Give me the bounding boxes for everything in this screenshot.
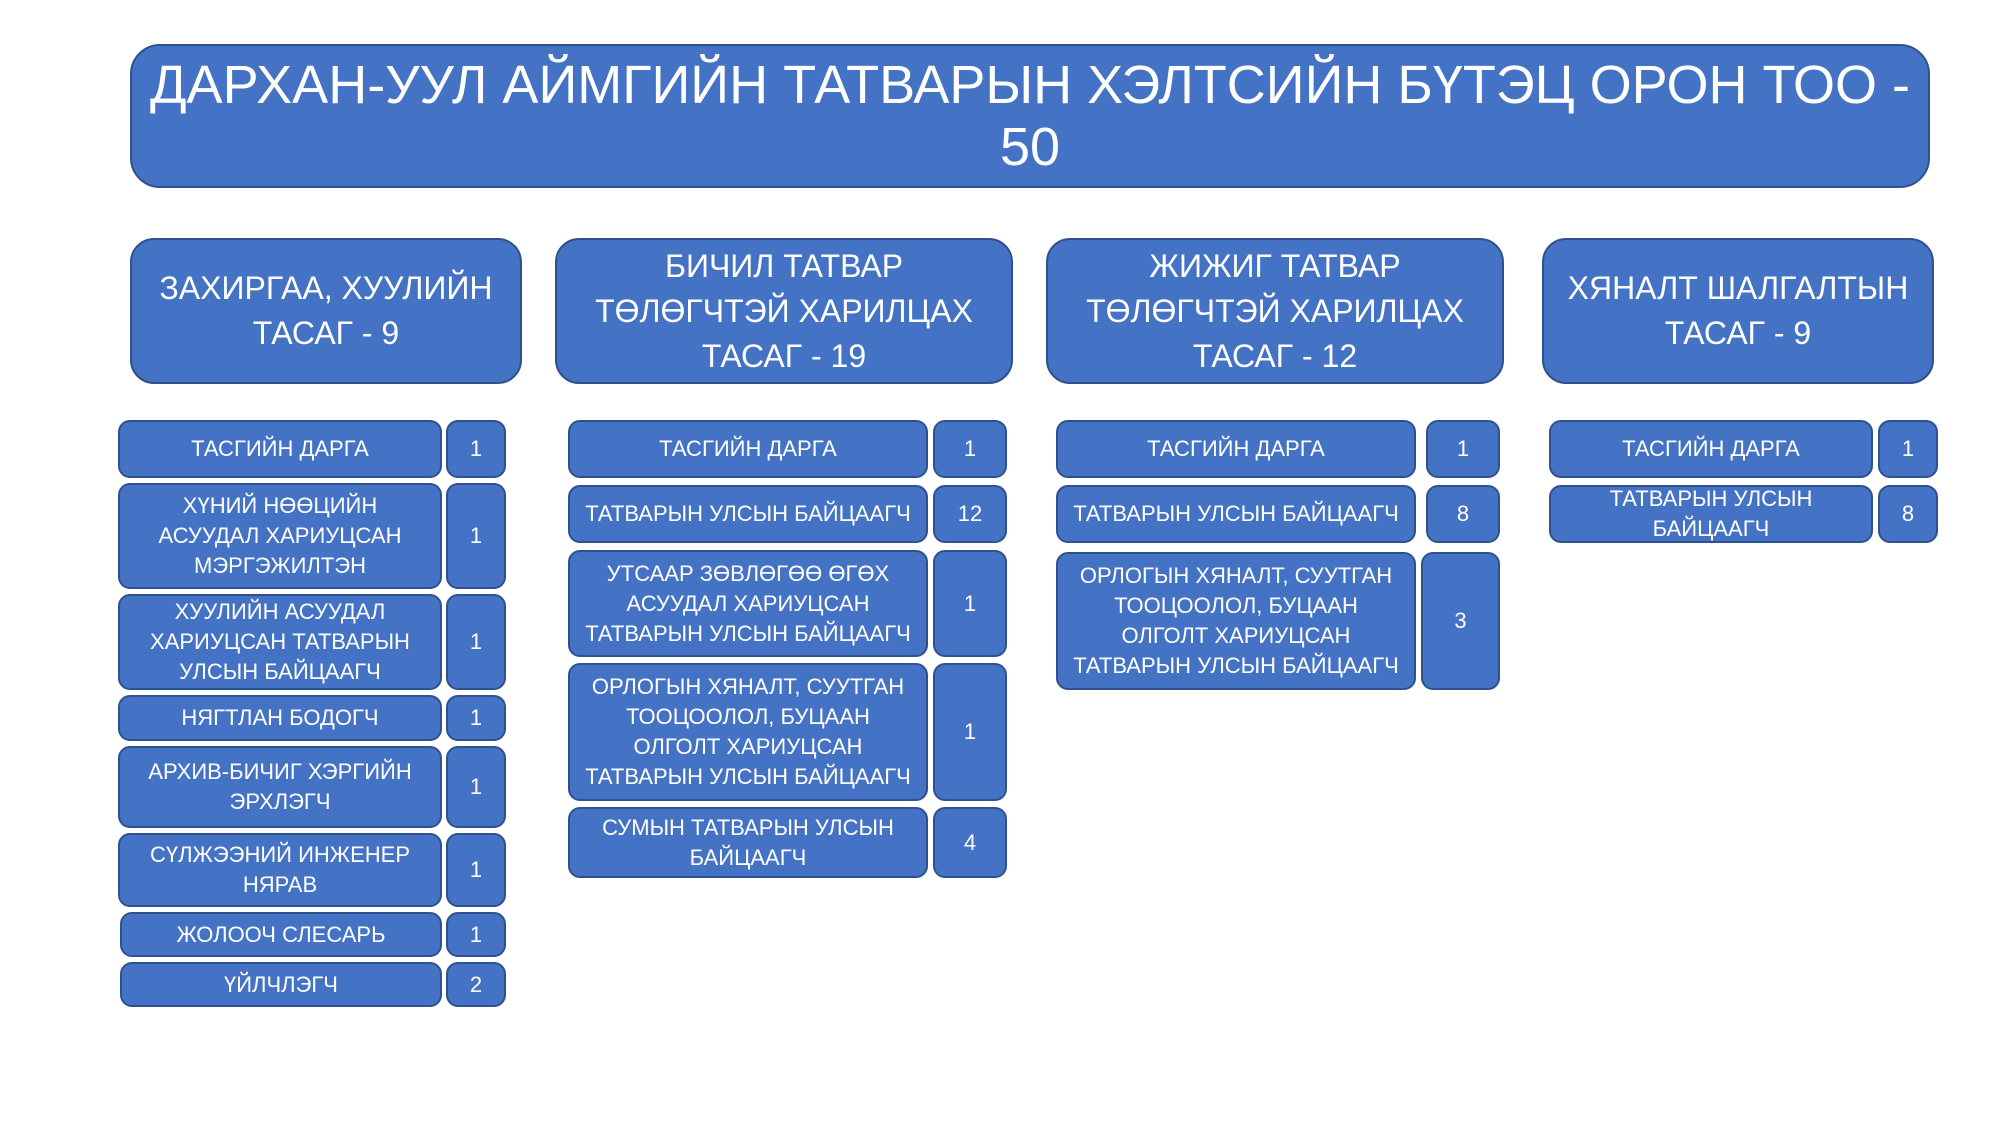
position-title: ТАСГИЙН ДАРГА — [568, 420, 928, 478]
position-count: 3 — [1421, 552, 1500, 690]
position-title: ХҮНИЙ НӨӨЦИЙН АСУУДАЛ ХАРИУЦСАН МЭРГЭЖИЛ… — [118, 483, 442, 589]
position-title: ОРЛОГЫН ХЯНАЛТ, СУУТГАН ТООЦООЛОЛ, БУЦАА… — [568, 663, 928, 801]
position-title: ХУУЛИЙН АСУУДАЛ ХАРИУЦСАН ТАТВАРЫН УЛСЫН… — [118, 594, 442, 690]
position-title: УТСААР ЗӨВЛӨГӨӨ ӨГӨХ АСУУДАЛ ХАРИУЦСАН Т… — [568, 550, 928, 657]
position-title: ОРЛОГЫН ХЯНАЛТ, СУУТГАН ТООЦООЛОЛ, БУЦАА… — [1056, 552, 1416, 690]
position-count: 1 — [1878, 420, 1938, 478]
department-small-taxpayers: ЖИЖИГ ТАТВАР ТӨЛӨГЧТЭЙ ХАРИЛЦАХ ТАСАГ - … — [1046, 238, 1504, 384]
position-title: ТАТВАРЫН УЛСЫН БАЙЦААГЧ — [1056, 485, 1416, 543]
position-title: НЯГТЛАН БОДОГЧ — [118, 695, 442, 741]
position-count: 1 — [446, 912, 506, 957]
position-count: 1 — [933, 550, 1007, 657]
position-count: 8 — [1878, 485, 1938, 543]
position-count: 12 — [933, 485, 1007, 543]
position-title: ТАСГИЙН ДАРГА — [1549, 420, 1873, 478]
position-title: СУМЫН ТАТВАРЫН УЛСЫН БАЙЦААГЧ — [568, 807, 928, 878]
position-count: 1 — [1426, 420, 1500, 478]
position-count: 4 — [933, 807, 1007, 878]
position-count: 1 — [933, 420, 1007, 478]
position-count: 1 — [446, 833, 506, 907]
position-title: АРХИВ-БИЧИГ ХЭРГИЙН ЭРХЛЭГЧ — [118, 746, 442, 828]
position-count: 1 — [446, 695, 506, 741]
position-title: ТАТВАРЫН УЛСЫН БАЙЦААГЧ — [1549, 485, 1873, 543]
position-title: СҮЛЖЭЭНИЙ ИНЖЕНЕР НЯРАВ — [118, 833, 442, 907]
position-title: ЖОЛООЧ СЛЕСАРЬ — [120, 912, 442, 957]
org-structure-title: ДАРХАН-УУЛ АЙМГИЙН ТАТВАРЫН ХЭЛТСИЙН БҮТ… — [130, 44, 1930, 188]
position-count: 8 — [1426, 485, 1500, 543]
position-title: ТАСГИЙН ДАРГА — [118, 420, 442, 478]
position-title: ҮЙЛЧЛЭГЧ — [120, 962, 442, 1007]
position-count: 1 — [446, 746, 506, 828]
position-title: ТАТВАРЫН УЛСЫН БАЙЦААГЧ — [568, 485, 928, 543]
department-micro-taxpayers: БИЧИЛ ТАТВАР ТӨЛӨГЧТЭЙ ХАРИЛЦАХ ТАСАГ - … — [555, 238, 1013, 384]
position-count: 1 — [446, 483, 506, 589]
position-count: 1 — [446, 420, 506, 478]
position-count: 1 — [933, 663, 1007, 801]
position-count: 2 — [446, 962, 506, 1007]
department-admin-legal: ЗАХИРГАА, ХУУЛИЙН ТАСАГ - 9 — [130, 238, 522, 384]
position-title: ТАСГИЙН ДАРГА — [1056, 420, 1416, 478]
department-inspection: ХЯНАЛТ ШАЛГАЛТЫН ТАСАГ - 9 — [1542, 238, 1934, 384]
position-count: 1 — [446, 594, 506, 690]
